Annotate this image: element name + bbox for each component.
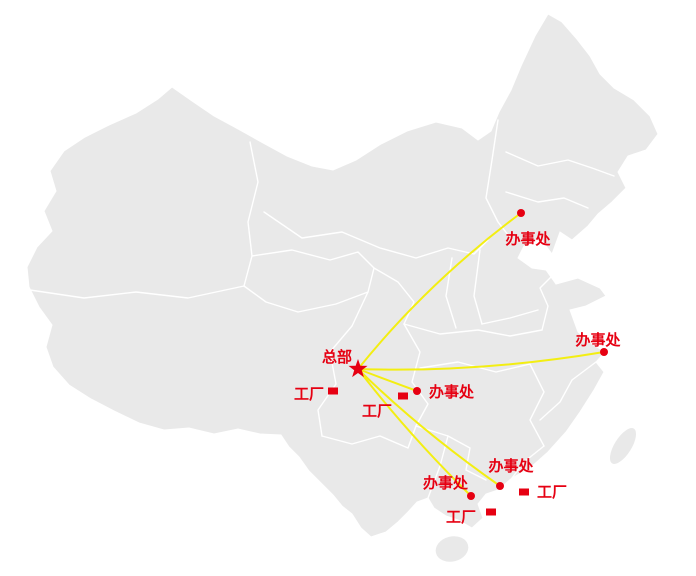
province-borders [29, 119, 615, 499]
dot-marker-office-central [413, 387, 421, 395]
hainan-island [434, 535, 470, 563]
star-marker-hq [348, 359, 368, 378]
connection-line-office-north [357, 212, 522, 370]
label-factory-south: 工厂 [446, 508, 476, 526]
label-office-north: 办事处 [505, 230, 551, 248]
square-marker-factory-central [398, 392, 408, 400]
label-office-south-east: 办事处 [488, 457, 534, 475]
dot-marker-office-north [517, 209, 525, 217]
square-marker-factory-south-east [519, 488, 529, 496]
map-layer [26, 13, 659, 563]
label-office-south: 办事处 [423, 474, 469, 492]
china-mainland [26, 13, 659, 538]
label-office-east: 办事处 [575, 331, 621, 349]
dot-marker-office-south [467, 492, 475, 500]
connection-line-office-east [357, 351, 605, 371]
location-markers [328, 209, 608, 516]
connection-line-office-south [357, 368, 472, 497]
taiwan-island [609, 427, 637, 465]
label-factory-central: 工厂 [362, 402, 392, 420]
dot-marker-office-south-east [496, 482, 504, 490]
connection-line-office-south-east [357, 368, 501, 487]
label-hq: 总部 [322, 348, 352, 366]
dot-marker-office-east [600, 348, 608, 356]
connection-line-office-central [357, 368, 418, 392]
label-factory-south-east: 工厂 [537, 483, 567, 501]
label-office-central: 办事处 [429, 383, 475, 401]
label-factory-west: 工厂 [294, 385, 324, 403]
connection-lines [357, 212, 605, 497]
square-marker-factory-south [486, 508, 496, 516]
square-marker-factory-west [328, 387, 338, 395]
